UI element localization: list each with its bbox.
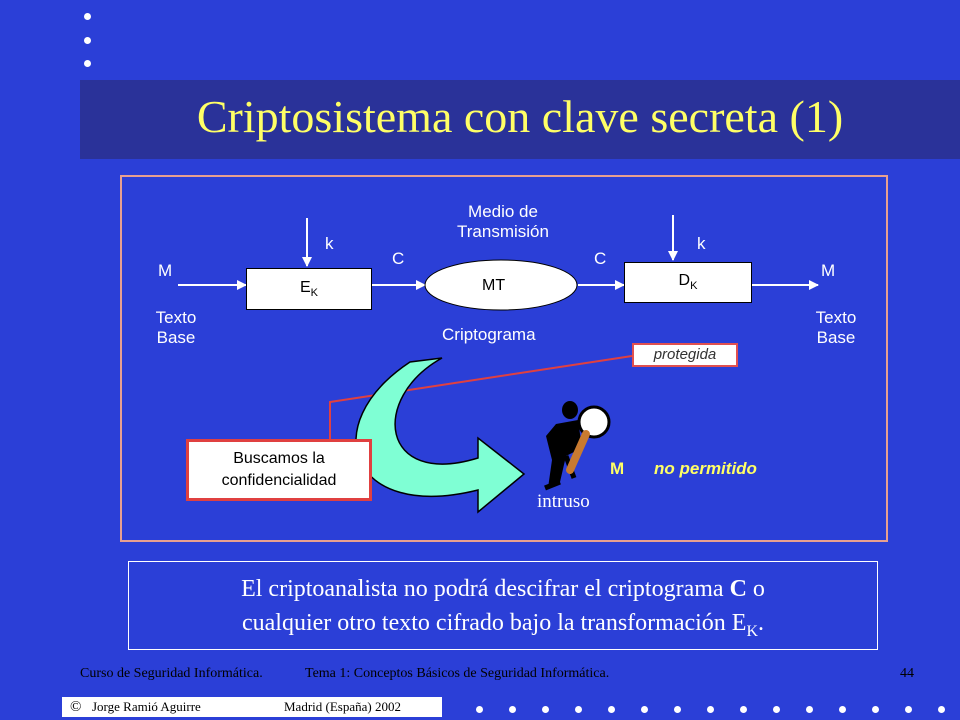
copyright-icon: © xyxy=(70,699,82,715)
dk-box: DK xyxy=(624,262,752,303)
criptograma-label: Criptograma xyxy=(442,325,536,344)
medio-line-1: Medio de xyxy=(468,202,538,221)
decor-dot xyxy=(84,60,91,67)
decor-dot xyxy=(839,706,846,713)
decor-dot xyxy=(641,706,648,713)
medio-label: Medio de Transmisión xyxy=(440,202,566,242)
m-bottom-label: M xyxy=(610,459,625,478)
texto-base-left: Texto Base xyxy=(155,308,197,347)
decor-dot xyxy=(740,706,747,713)
protegida-box: protegida xyxy=(632,343,738,367)
diagram-frame xyxy=(120,175,888,542)
intruder-icon xyxy=(544,401,611,491)
decor-dot xyxy=(84,13,91,20)
dk-label: DK xyxy=(678,272,698,293)
decor-dot xyxy=(707,706,714,713)
title-band: Criptosistema con clave secreta (1) xyxy=(80,80,960,159)
decor-dot xyxy=(575,706,582,713)
mt-label: MT xyxy=(482,277,506,294)
footer-copyright-bar: © Jorge Ramió Aguirre Madrid (España) 20… xyxy=(62,697,442,717)
connector-line xyxy=(329,355,633,439)
footer-course: Curso de Seguridad Informática. xyxy=(80,666,263,681)
c-left-label: C xyxy=(392,249,405,268)
decor-dot xyxy=(476,706,483,713)
k-right-label: k xyxy=(697,234,706,253)
decor-dot xyxy=(773,706,780,713)
decor-dot xyxy=(84,37,91,44)
decor-dot xyxy=(542,706,549,713)
footer-topic: Tema 1: Conceptos Básicos de Seguridad I… xyxy=(305,666,610,681)
m-right-label: M xyxy=(821,261,836,280)
ek-box: EK xyxy=(246,268,372,310)
footer-page-number: 44 xyxy=(900,666,914,681)
slide-title: Criptosistema con clave secreta (1) xyxy=(196,91,844,142)
confidencialidad-box: Buscamos la confidencialidad xyxy=(186,439,372,501)
decor-dot xyxy=(608,706,615,713)
m-left-label: M xyxy=(158,261,173,280)
decor-dot xyxy=(806,706,813,713)
c-right-label: C xyxy=(594,249,607,268)
medio-line-2: Transmisión xyxy=(457,222,549,241)
curved-arrow xyxy=(355,357,526,514)
k-left-label: k xyxy=(325,234,334,253)
footer-place: Madrid (España) 2002 xyxy=(284,699,401,714)
ek-label: EK xyxy=(299,278,318,300)
no-permitido-label: no permitido xyxy=(654,459,757,478)
footer-author: Jorge Ramió Aguirre xyxy=(92,699,201,714)
decor-dot xyxy=(509,706,516,713)
intruso-label: intruso xyxy=(537,491,590,512)
caption-line-2: cualquier otro texto cifrado bajo la tra… xyxy=(241,610,765,640)
decor-dot xyxy=(674,706,681,713)
texto-base-right: Texto Base xyxy=(815,308,857,347)
caption-line-1: El criptoanalista no podrá descifrar el … xyxy=(241,576,765,602)
caption-box: El criptoanalista no podrá descifrar el … xyxy=(128,561,878,650)
decor-dot xyxy=(872,706,879,713)
mt-ellipse xyxy=(424,259,578,311)
decor-dot xyxy=(905,706,912,713)
decor-dot xyxy=(938,706,945,713)
